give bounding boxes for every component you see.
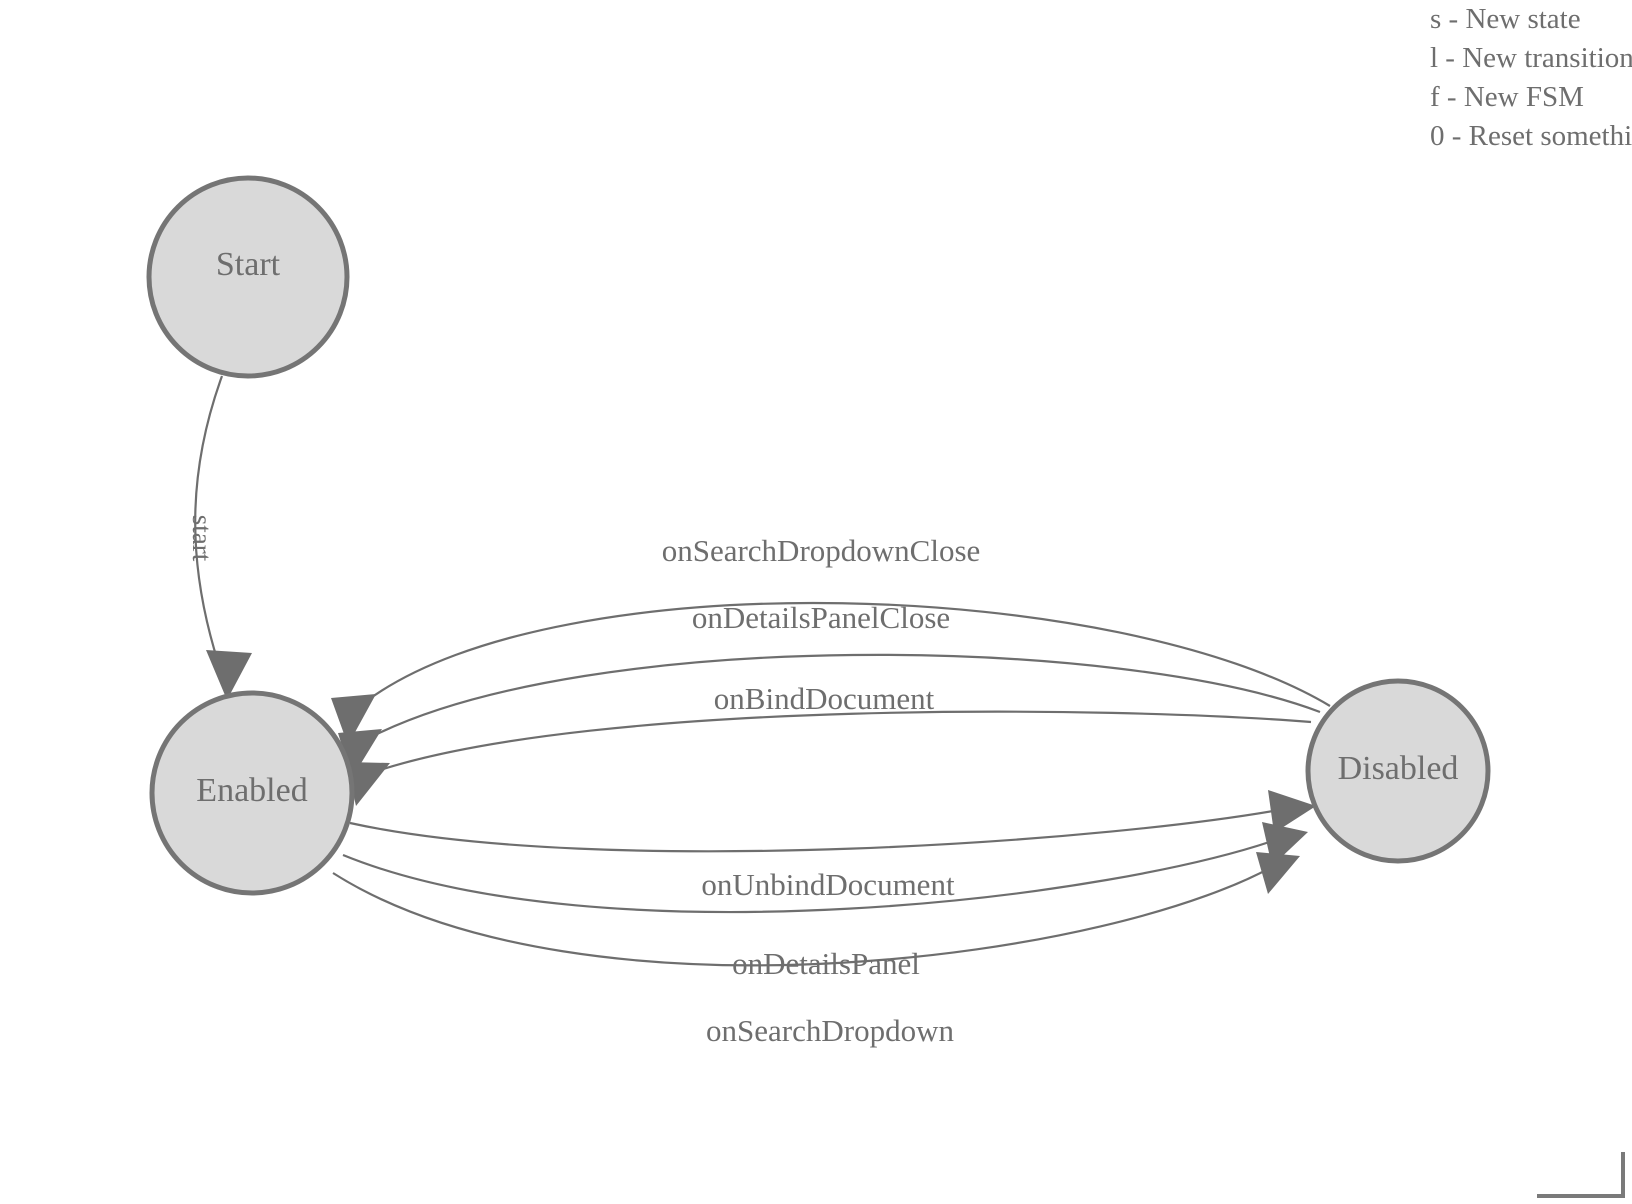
resize-corner-horizontal-bar [1537,1194,1625,1198]
transition-label-on-search-dropdown-close: onSearchDropdownClose [662,533,981,568]
transition-on-search-dropdown-close[interactable] [331,601,1331,745]
transition-on-bind-document-path[interactable] [379,710,1312,772]
transition-label-start: start [187,515,217,562]
node-disabled[interactable]: Disabled [1305,678,1491,864]
transition-on-details-panel-close-path[interactable] [372,653,1321,737]
help-line-new-state: s - New state [1430,3,1581,35]
keyboard-shortcuts-help: s - New state l - New transition f - New… [1430,0,1632,156]
transition-on-search-dropdown-arrowhead [1256,852,1300,894]
node-start-circle[interactable] [146,175,350,379]
transition-on-bind-document-arrowhead [346,762,390,806]
transition-start-arrowhead [206,650,252,700]
resize-corner-handle[interactable] [1537,1152,1625,1198]
transition-label-on-details-panel-close: onDetailsPanelClose [692,600,950,635]
transition-on-unbind-document-arrowhead [1268,790,1316,833]
node-enabled-circle[interactable] [149,690,355,896]
transition-label-on-search-dropdown: onSearchDropdown [706,1013,954,1048]
transition-on-details-panel-close[interactable] [338,653,1321,778]
resize-corner-vertical-bar [1621,1152,1625,1198]
transition-label-on-bind-document: onBindDocument [714,681,935,716]
help-line-new-transition: l - New transition [1430,42,1632,74]
node-disabled-circle[interactable] [1305,678,1491,864]
transition-on-bind-document[interactable] [346,710,1312,806]
help-line-new-fsm: f - New FSM [1430,81,1584,113]
transition-on-search-dropdown[interactable] [332,852,1300,967]
transition-label-on-details-panel: onDetailsPanel [732,946,920,981]
transition-on-unbind-document[interactable] [349,790,1316,853]
help-line-reset: 0 - Reset something [1430,120,1632,152]
node-disabled-label: Disabled [1338,750,1459,787]
transition-start[interactable] [194,375,252,700]
transition-on-unbind-document-path[interactable] [349,804,1301,853]
node-start-label: Start [216,246,281,283]
node-enabled[interactable]: Enabled [149,690,355,896]
transition-label-on-unbind-document: onUnbindDocument [701,867,955,902]
node-enabled-label: Enabled [196,772,307,809]
node-start[interactable]: Start [146,175,350,379]
transition-on-details-panel-path[interactable] [342,832,1293,914]
transition-on-search-dropdown-close-path[interactable] [367,601,1331,707]
transition-on-search-dropdown-close-arrowhead [331,694,376,745]
transition-on-search-dropdown-path[interactable] [332,859,1285,967]
transition-start-path[interactable] [194,375,224,663]
